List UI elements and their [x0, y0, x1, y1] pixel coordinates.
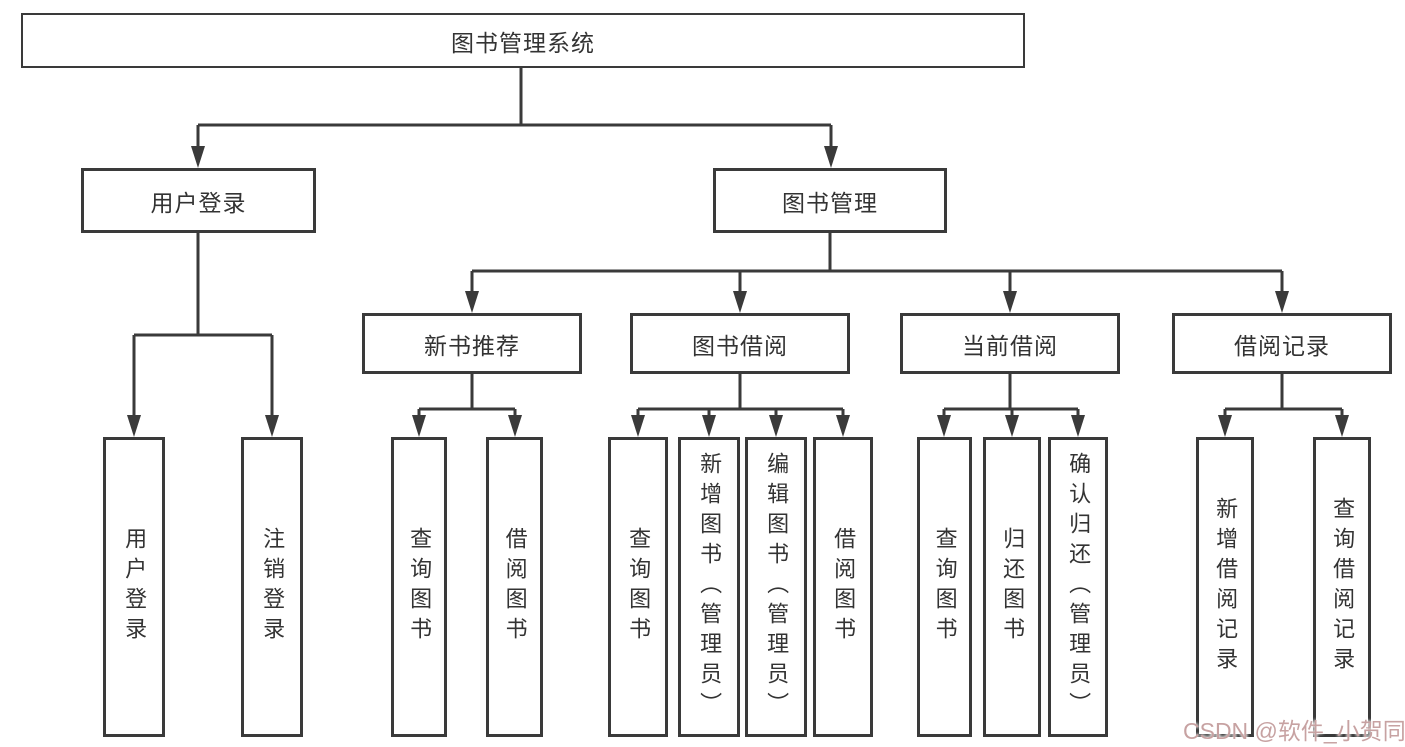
node-root: 图书管理系统	[21, 13, 1025, 68]
leaf-add-borrow-record: 新增借阅记录	[1196, 437, 1254, 737]
arrowhead-down-icon	[937, 415, 951, 437]
arrowhead-down-icon	[702, 415, 716, 437]
arrowhead-down-icon	[1003, 291, 1017, 313]
node-label: 借阅图书	[831, 527, 857, 647]
node-book-management: 图书管理	[713, 168, 947, 233]
node-label: 归还图书	[1000, 527, 1026, 647]
arrowhead-down-icon	[836, 415, 850, 437]
arrowhead-down-icon	[1071, 415, 1085, 437]
arrowhead-down-icon	[824, 146, 838, 168]
leaf-add-book-admin: 新增图书（管理员）	[678, 437, 740, 737]
node-label: 编辑图书（管理员）	[764, 452, 790, 722]
node-borrow-records: 借阅记录	[1172, 313, 1392, 374]
node-new-book-recommend: 新书推荐	[362, 313, 582, 374]
arrowhead-down-icon	[1218, 415, 1232, 437]
arrowhead-down-icon	[465, 291, 479, 313]
arrowhead-down-icon	[265, 415, 279, 437]
node-label: 查询图书	[407, 527, 433, 647]
node-label: 用户登录	[122, 527, 148, 647]
node-label: 查询借阅记录	[1330, 497, 1356, 677]
node-book-borrow: 图书借阅	[630, 313, 850, 374]
leaf-query-borrow-record: 查询借阅记录	[1313, 437, 1371, 737]
arrowhead-down-icon	[1335, 415, 1349, 437]
arrowhead-down-icon	[508, 415, 522, 437]
arrowhead-down-icon	[127, 415, 141, 437]
node-label: 注销登录	[260, 527, 286, 647]
node-label: 当前借阅	[962, 332, 1058, 359]
arrowheads	[127, 146, 1349, 437]
leaf-logout: 注销登录	[241, 437, 303, 737]
node-current-borrow: 当前借阅	[900, 313, 1120, 374]
arrowhead-down-icon	[733, 291, 747, 313]
leaf-borrow-books: 借阅图书	[813, 437, 873, 737]
node-label: 借阅图书	[502, 527, 528, 647]
arrowhead-down-icon	[769, 415, 783, 437]
node-label: 图书借阅	[692, 332, 788, 359]
leaf-query-books: 查询图书	[917, 437, 972, 737]
arrowhead-down-icon	[1275, 291, 1289, 313]
csdn-watermark: CSDN @软件_小贺同学	[1183, 718, 1405, 744]
leaf-edit-book-admin: 编辑图书（管理员）	[745, 437, 807, 737]
node-label: 确认归还（管理员）	[1066, 452, 1092, 722]
leaf-query-books: 查询图书	[608, 437, 668, 737]
arrowhead-down-icon	[191, 146, 205, 168]
node-label: 查询图书	[626, 527, 652, 647]
node-label: 新增图书（管理员）	[697, 452, 723, 722]
node-label: 用户登录	[150, 189, 247, 216]
leaf-confirm-return-admin: 确认归还（管理员）	[1048, 437, 1108, 737]
arrowhead-down-icon	[631, 415, 645, 437]
leaf-user-login: 用户登录	[103, 437, 165, 737]
node-user-login-group: 用户登录	[81, 168, 316, 233]
leaf-query-books: 查询图书	[391, 437, 447, 737]
node-label: 查询图书	[932, 527, 958, 647]
node-label: 新书推荐	[424, 332, 520, 359]
node-label: 借阅记录	[1234, 332, 1330, 359]
node-label: 图书管理	[782, 189, 878, 216]
arrowhead-down-icon	[1005, 415, 1019, 437]
leaf-borrow-books: 借阅图书	[486, 437, 543, 737]
node-label: 新增借阅记录	[1213, 497, 1239, 677]
node-label: 图书管理系统	[451, 29, 595, 56]
leaf-return-books: 归还图书	[983, 437, 1041, 737]
arrowhead-down-icon	[412, 415, 426, 437]
